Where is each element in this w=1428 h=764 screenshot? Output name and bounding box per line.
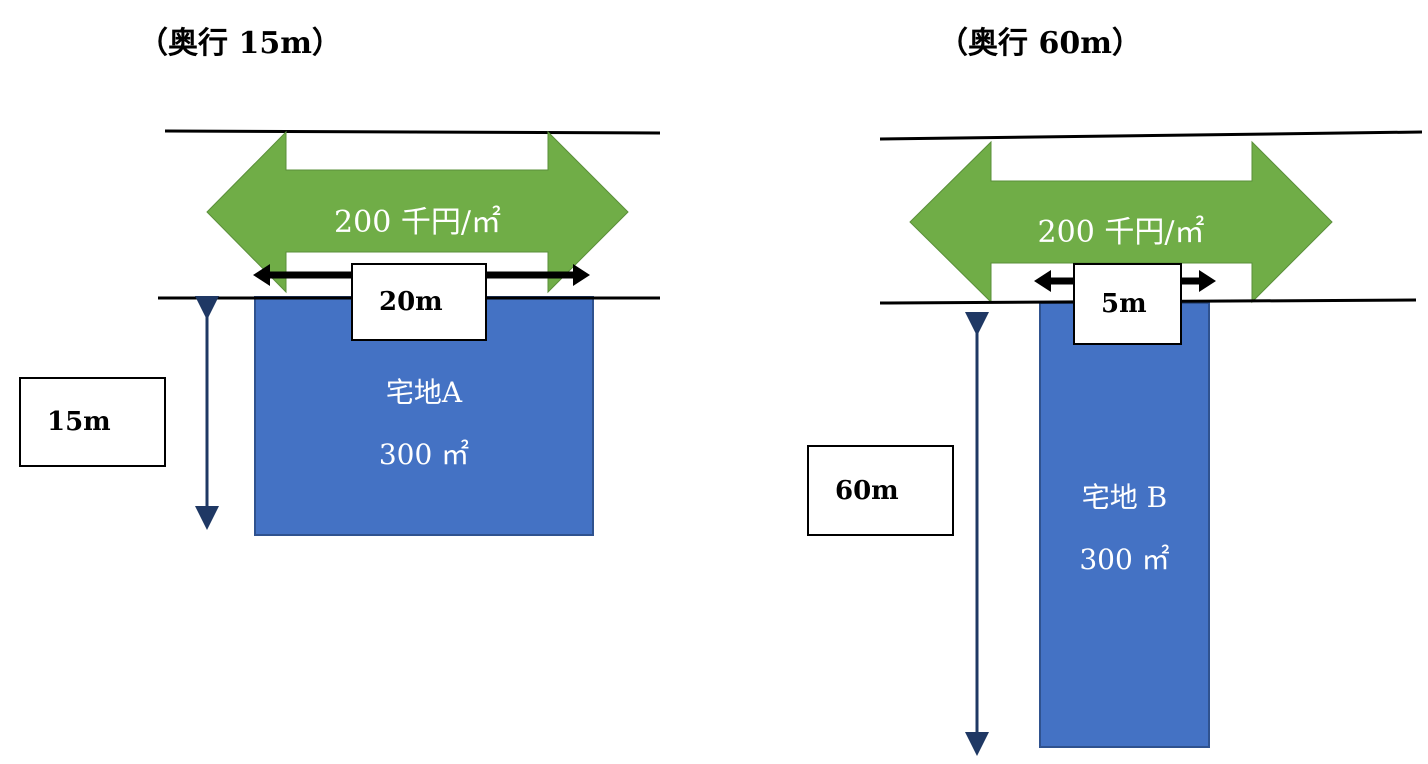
left-lot-area: 300 ㎡ [378,438,470,471]
left-road-top-line [164,129,661,135]
left-road-price-arrow [206,130,629,294]
right-depth-box: 60m [807,445,954,536]
left-depth-label: 15m [47,407,111,437]
right-title: （奥行 60m） [938,26,1142,61]
right-road-top-line [879,130,1423,141]
right-lot-name: 宅地 B [1081,481,1168,514]
right-depth-label: 60m [835,475,899,506]
right-frontage-label: 5m [1101,289,1147,319]
left-title: （奥行 15m） [138,26,342,61]
right-road-price-arrow [909,140,1333,304]
right-lot-b [1039,302,1210,748]
right-price-label: 200 千円/㎡ [1037,215,1205,250]
left-price-label: 200 千円/㎡ [334,205,501,240]
left-lot-name: 宅地A [385,376,463,409]
left-frontage-label: 20m [379,287,443,317]
right-lot-area: 300 ㎡ [1079,543,1170,576]
right-frontage-box: 5m [1073,263,1182,345]
left-frontage-box: 20m [351,263,487,341]
left-depth-box: 15m [19,377,166,467]
